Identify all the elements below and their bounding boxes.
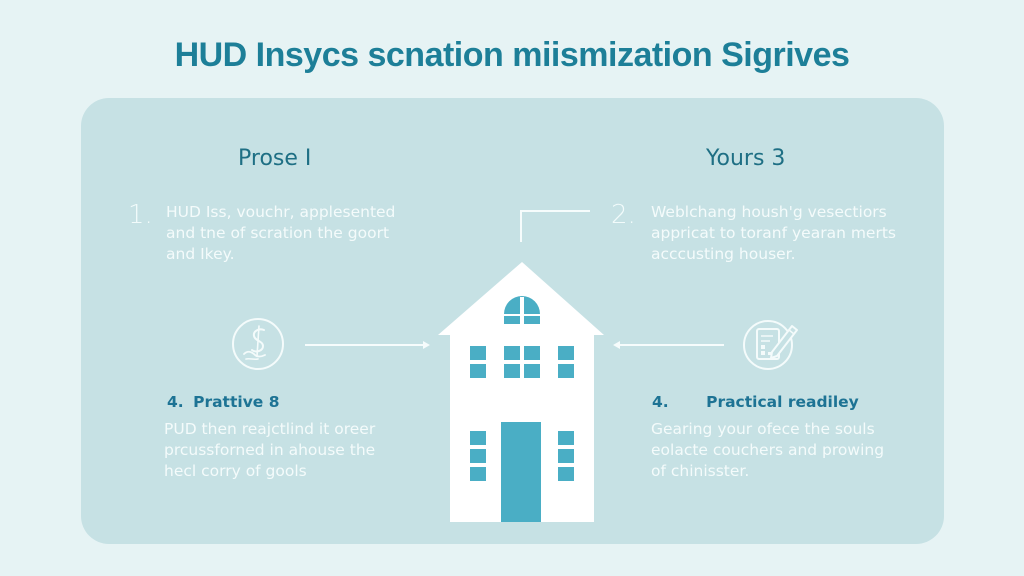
left-section-line: hecl corry of gools bbox=[164, 462, 307, 480]
arrow-right-icon bbox=[305, 341, 430, 349]
right-step-line: appricat to toranf yearan merts bbox=[651, 224, 896, 242]
right-step-line: Weblchang housh'g vesectiors bbox=[651, 203, 887, 221]
right-heading: Yours 3 bbox=[706, 146, 786, 171]
left-step-line: and tne of scration the goort bbox=[166, 224, 390, 242]
page-title: HUD Insycs scnation miismization Sigrive… bbox=[174, 36, 850, 74]
left-section-number: 4. bbox=[167, 393, 184, 411]
left-section-line: prcussforned in ahouse the bbox=[164, 441, 376, 459]
right-section-label: Practical readiley bbox=[706, 393, 859, 411]
left-step-line: and Ikey. bbox=[166, 245, 235, 263]
connector-line bbox=[520, 210, 590, 242]
left-step-number: 1. bbox=[128, 200, 153, 230]
house-icon bbox=[438, 262, 604, 522]
arrow-left-icon bbox=[613, 341, 724, 349]
left-section-title: 4. Prattive 8 bbox=[167, 393, 280, 411]
right-section-text: Gearing your ofece the souls eolacte cou… bbox=[651, 419, 921, 482]
left-step-line: HUD Iss, vouchr, applesented bbox=[166, 203, 396, 221]
right-section-line: eolacte couchers and prowing bbox=[651, 441, 885, 459]
left-heading: Prose I bbox=[238, 146, 312, 171]
right-section-title: 4. Practical readiley bbox=[652, 393, 859, 411]
dollar-hand-icon bbox=[232, 318, 284, 370]
right-step-number: 2. bbox=[611, 200, 636, 230]
left-section-label: Prattive 8 bbox=[193, 393, 280, 411]
right-section-line: Gearing your ofece the souls bbox=[651, 420, 875, 438]
right-section-number: 4. bbox=[652, 393, 669, 411]
right-section-line: of chinisster. bbox=[651, 462, 750, 480]
right-step-text: Weblchang housh'g vesectiors appricat to… bbox=[651, 202, 941, 265]
left-section-text: PUD then reajctlind it oreer prcussforne… bbox=[164, 419, 434, 482]
left-step-text: HUD Iss, vouchr, applesented and tne of … bbox=[166, 202, 456, 265]
left-section-line: PUD then reajctlind it oreer bbox=[164, 420, 376, 438]
right-step-line: acccusting houser. bbox=[651, 245, 796, 263]
document-pencil-icon bbox=[743, 320, 798, 370]
